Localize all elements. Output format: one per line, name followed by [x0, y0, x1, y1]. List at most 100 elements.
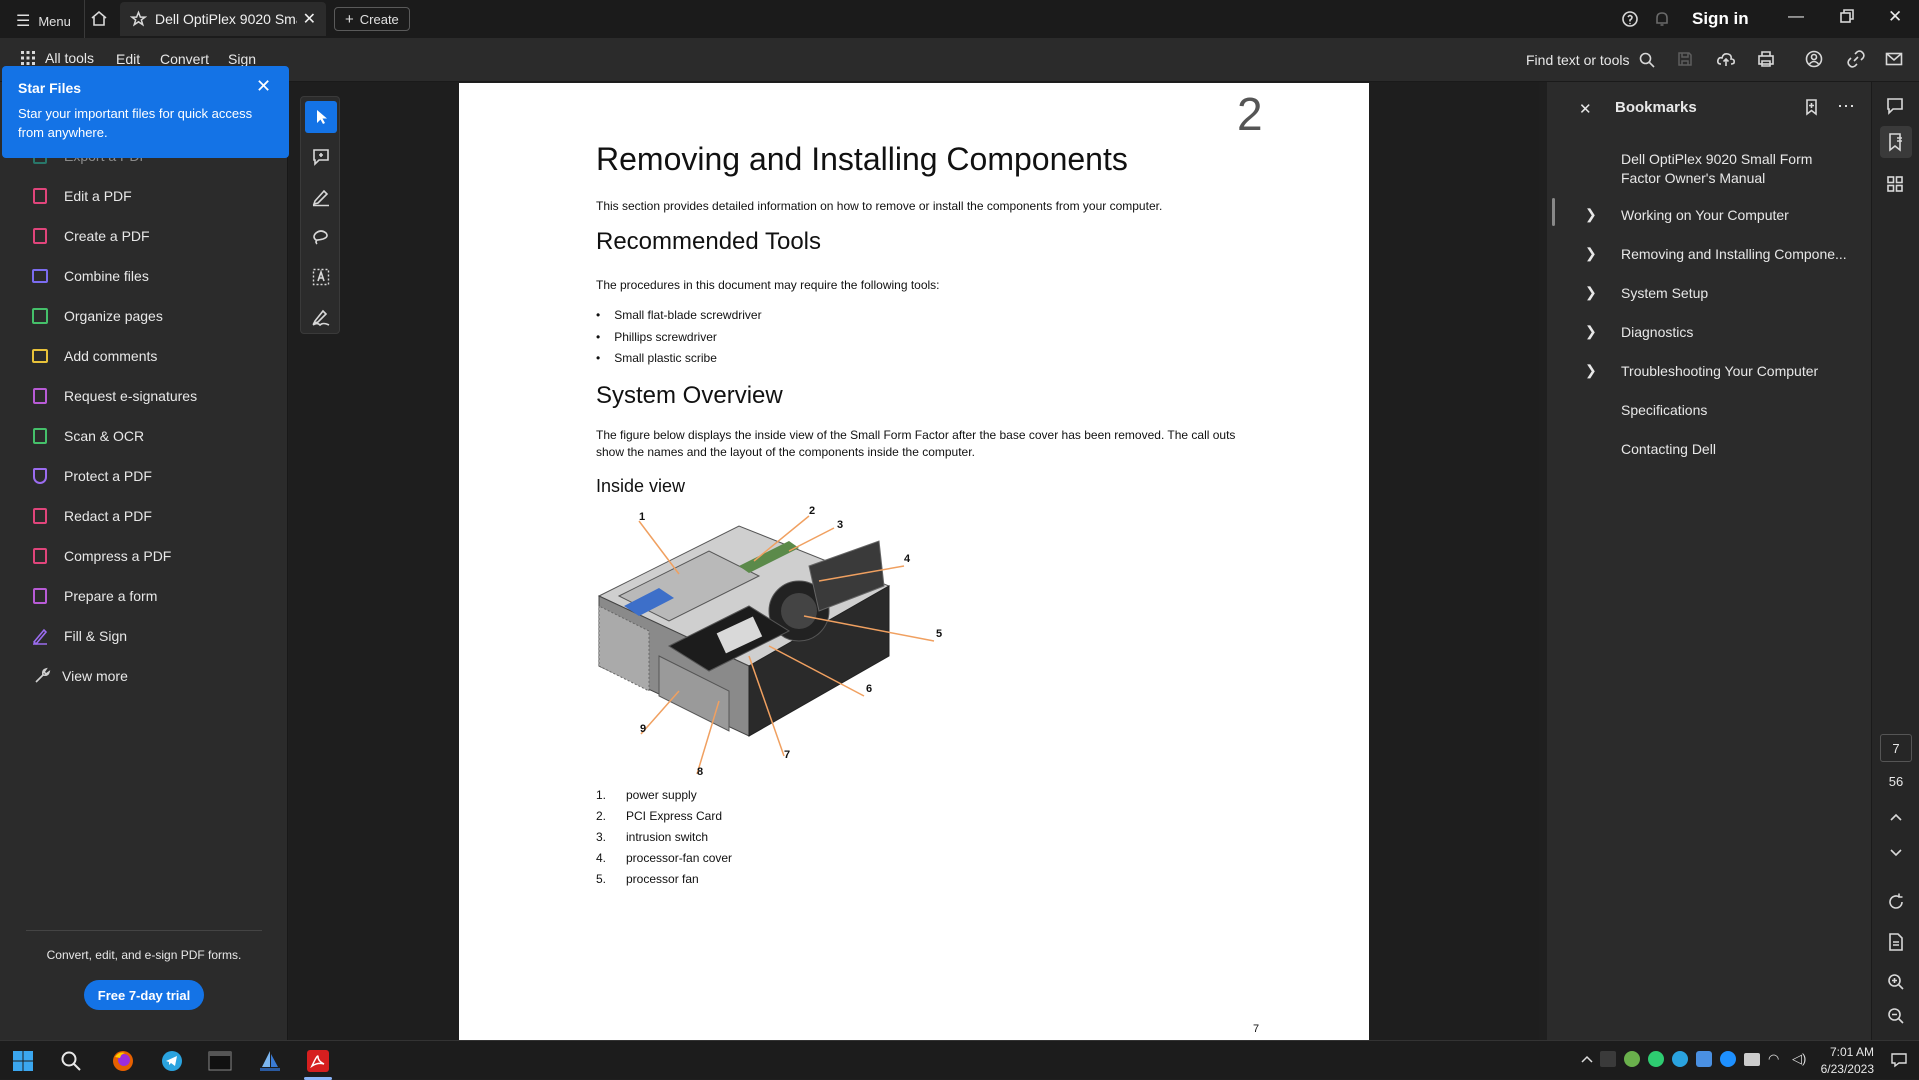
- bookmarks-panel-button[interactable]: [1880, 126, 1912, 158]
- zoom-in-button[interactable]: [1886, 972, 1906, 997]
- minimize-button[interactable]: —: [1788, 8, 1804, 26]
- tool-label: Edit a PDF: [64, 188, 132, 204]
- menu-label: Menu: [38, 13, 71, 29]
- bookmark-item[interactable]: Contacting Dell: [1621, 441, 1716, 457]
- star-icon[interactable]: [130, 10, 147, 28]
- thumbnails-panel-button[interactable]: [1885, 174, 1905, 199]
- wifi-icon[interactable]: ◠: [1768, 1051, 1780, 1066]
- tool-request-esignatures[interactable]: Request e-signatures: [30, 382, 197, 410]
- taskbar-acrobat[interactable]: [306, 1049, 330, 1078]
- link-button[interactable]: [1846, 49, 1866, 74]
- create-button[interactable]: + Create: [334, 7, 410, 31]
- bookmark-item[interactable]: Diagnostics: [1621, 324, 1694, 340]
- cloud-upload-icon: [1717, 53, 1735, 66]
- tool-create-pdf[interactable]: Create a PDF: [30, 222, 150, 250]
- volume-icon[interactable]: ◁): [1792, 1051, 1807, 1066]
- tool-add-comments[interactable]: Add comments: [30, 342, 157, 370]
- convert-menu[interactable]: Convert: [160, 51, 210, 67]
- close-bookmarks-button[interactable]: ✕: [1579, 100, 1592, 118]
- notification-center-button[interactable]: [1890, 1051, 1908, 1074]
- component-list-item: 2.PCI Express Card: [596, 809, 722, 823]
- view-more-link[interactable]: View more: [32, 662, 128, 690]
- expand-chevron-icon[interactable]: ❯: [1585, 206, 1597, 222]
- previous-page-button[interactable]: [1888, 810, 1904, 829]
- add-bookmark-button[interactable]: [1803, 98, 1821, 121]
- tool-fill-sign[interactable]: Fill & Sign: [30, 622, 127, 650]
- bookmark-item[interactable]: Dell OptiPlex 9020 Small Form Factor Own…: [1621, 151, 1813, 186]
- sign-tool-button[interactable]: [305, 301, 337, 333]
- page-footer-number: 7: [1253, 1023, 1260, 1035]
- draw-tool-button[interactable]: [305, 221, 337, 253]
- home-button[interactable]: [89, 9, 109, 34]
- tool-combine-files[interactable]: Combine files: [30, 262, 149, 290]
- tray-app-icon[interactable]: [1600, 1051, 1616, 1067]
- print-button[interactable]: [1756, 49, 1776, 74]
- tool-prepare-form[interactable]: Prepare a form: [30, 582, 157, 610]
- tray-app-icon[interactable]: [1720, 1051, 1736, 1067]
- edit-menu[interactable]: Edit: [116, 51, 141, 67]
- comments-panel-button[interactable]: [1885, 96, 1905, 121]
- expand-chevron-icon[interactable]: ❯: [1585, 362, 1597, 378]
- show-hidden-icons[interactable]: [1580, 1053, 1594, 1070]
- acrobat-icon: [307, 1050, 329, 1072]
- close-popup-button[interactable]: ✕: [256, 76, 271, 97]
- bookmark-item[interactable]: System Setup: [1621, 285, 1709, 301]
- highlight-tool-button[interactable]: [305, 181, 337, 213]
- find-tools-button[interactable]: Find text or tools: [1526, 51, 1656, 69]
- help-button[interactable]: [1620, 9, 1640, 34]
- more-options-button[interactable]: ⋯: [1837, 96, 1855, 117]
- upload-button[interactable]: [1716, 49, 1736, 74]
- taskbar-app[interactable]: [258, 1049, 282, 1078]
- free-trial-button[interactable]: Free 7-day trial: [84, 980, 204, 1010]
- scrollbar-thumb[interactable]: [1552, 198, 1555, 226]
- taskbar-firefox[interactable]: [111, 1049, 135, 1078]
- taskbar-search-button[interactable]: [60, 1050, 82, 1077]
- next-page-button[interactable]: [1888, 844, 1904, 863]
- clock-date[interactable]: 6/23/2023: [1820, 1062, 1874, 1076]
- start-button[interactable]: [12, 1050, 34, 1077]
- page-display-button[interactable]: [1886, 932, 1906, 957]
- tray-app-icon[interactable]: [1624, 1051, 1640, 1067]
- bookmark-item[interactable]: Specifications: [1621, 402, 1708, 418]
- text-select-tool-button[interactable]: [305, 261, 337, 293]
- expand-chevron-icon[interactable]: ❯: [1585, 245, 1597, 261]
- bookmark-item[interactable]: Working on Your Computer: [1621, 207, 1789, 223]
- firefox-icon: [113, 1051, 133, 1071]
- current-page-input[interactable]: 7: [1880, 734, 1912, 762]
- menu-button[interactable]: ☰ Menu: [16, 11, 71, 31]
- tool-protect-pdf[interactable]: Protect a PDF: [30, 462, 152, 490]
- tool-edit-pdf[interactable]: Edit a PDF: [30, 182, 132, 210]
- tray-telegram-icon[interactable]: [1672, 1051, 1688, 1067]
- close-window-button[interactable]: ✕: [1888, 7, 1902, 27]
- search-icon: [1639, 52, 1655, 68]
- taskbar-terminal[interactable]: [208, 1050, 232, 1077]
- email-button[interactable]: [1884, 49, 1904, 74]
- close-tab-icon[interactable]: ✕: [302, 11, 316, 28]
- restore-button[interactable]: [1838, 7, 1856, 30]
- expand-chevron-icon[interactable]: ❯: [1585, 323, 1597, 339]
- sign-in-button[interactable]: Sign in: [1692, 9, 1749, 28]
- expand-chevron-icon[interactable]: ❯: [1585, 284, 1597, 300]
- sign-menu[interactable]: Sign: [228, 51, 257, 67]
- tool-redact-pdf[interactable]: Redact a PDF: [30, 502, 152, 530]
- share-button[interactable]: [1804, 49, 1824, 74]
- tool-scan-ocr[interactable]: Scan & OCR: [30, 422, 144, 450]
- taskbar-telegram[interactable]: [160, 1049, 184, 1078]
- search-icon: [61, 1051, 81, 1071]
- tray-folder-icon[interactable]: [1744, 1053, 1760, 1066]
- tool-organize-pages[interactable]: Organize pages: [30, 302, 163, 330]
- tray-app-icon[interactable]: [1696, 1051, 1712, 1067]
- all-tools-button[interactable]: All tools: [20, 50, 94, 66]
- notifications-button[interactable]: [1652, 9, 1672, 34]
- bookmark-item[interactable]: Removing and Installing Compone...: [1621, 246, 1847, 262]
- document-tab[interactable]: Dell OptiPlex 9020 Smal... ✕: [120, 2, 326, 36]
- select-tool-button[interactable]: [305, 101, 337, 133]
- clock-time[interactable]: 7:01 AM: [1829, 1045, 1874, 1059]
- tray-app-icon[interactable]: [1648, 1051, 1664, 1067]
- bookmark-item[interactable]: Troubleshooting Your Computer: [1621, 363, 1819, 379]
- tool-compress-pdf[interactable]: Compress a PDF: [30, 542, 171, 570]
- zoom-out-button[interactable]: [1886, 1006, 1906, 1031]
- save-button[interactable]: [1676, 50, 1694, 73]
- rotate-button[interactable]: [1886, 892, 1906, 917]
- add-comment-tool-button[interactable]: [305, 141, 337, 173]
